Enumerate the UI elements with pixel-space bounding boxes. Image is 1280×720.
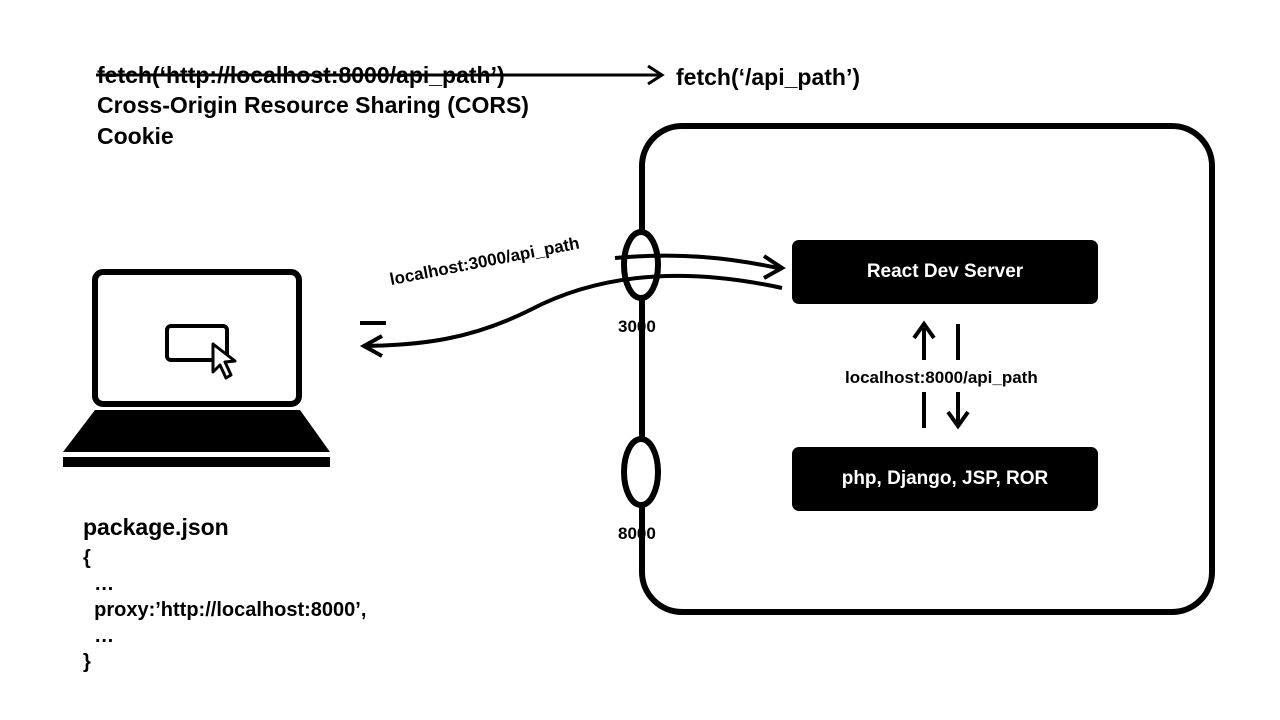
server-container (639, 123, 1215, 615)
port-8000-label: 8000 (618, 524, 656, 543)
react-dev-server-label: React Dev Server (866, 261, 1024, 282)
laptop-icon (63, 269, 330, 467)
backend-box (792, 447, 1098, 511)
port-8000-oval (621, 436, 661, 508)
package-json-line: { (83, 547, 91, 569)
request-arrowhead (762, 254, 786, 280)
response-curve (365, 273, 783, 348)
cors-text: Cross-Origin Resource Sharing (CORS) (97, 92, 529, 118)
package-json-title: package.json (83, 514, 229, 540)
strike-arrow (96, 64, 665, 86)
package-json-line: … (83, 625, 115, 647)
response-arrowhead (359, 334, 383, 358)
old-fetch-text: fetch(‘http://localhost:8000/api_path’) (97, 62, 505, 88)
package-json-line: proxy:’http://localhost:8000’, (83, 599, 367, 621)
internal-request-label: localhost:8000/api_path (845, 368, 1038, 387)
port-3000-label: 3000 (618, 317, 656, 336)
port-3000-oval (621, 229, 661, 301)
up-arrow (912, 320, 936, 428)
package-json-line: … (83, 573, 115, 595)
cookie-text: Cookie (97, 123, 174, 149)
backend-label: php, Django, JSP, ROR (841, 468, 1049, 489)
new-fetch-text: fetch(‘/api_path’) (676, 64, 861, 90)
request-curve (614, 253, 779, 270)
package-json-line: } (83, 651, 91, 673)
down-arrow (946, 324, 970, 430)
react-dev-server-box (792, 240, 1098, 304)
